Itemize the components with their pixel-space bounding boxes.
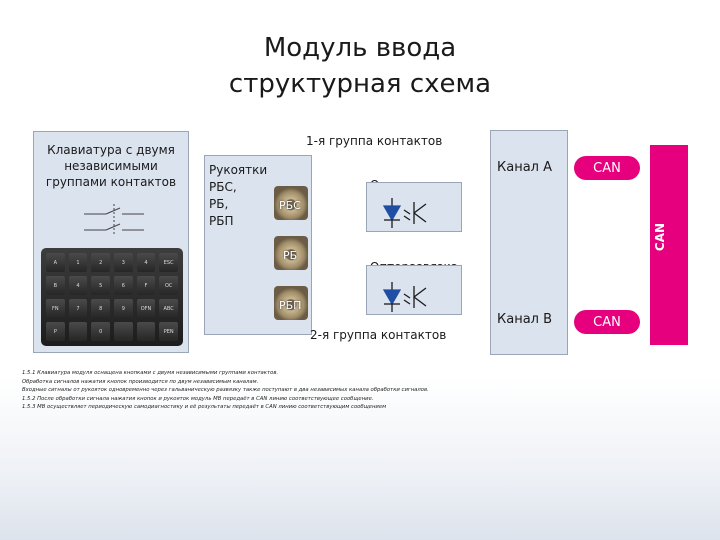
can-pill-b: CAN xyxy=(574,310,640,334)
keypad-key: PEN xyxy=(159,322,178,341)
optocoupler-icon xyxy=(382,282,427,312)
keypad-key: 3 xyxy=(113,253,133,272)
note-line: Обработка сигналов нажатия кнопок произв… xyxy=(22,378,259,385)
arrow-opto-a xyxy=(482,201,490,209)
arrow-group2 xyxy=(482,344,490,352)
keypad-key: OFN xyxy=(136,299,156,318)
can-bus-label: CAN xyxy=(653,222,667,252)
title-line-2: структурная схема xyxy=(228,69,492,99)
note-line: 1.5.2 После обработки сигнала нажатия кн… xyxy=(22,395,374,402)
page-title: Модуль ввода структурная схема xyxy=(0,30,720,102)
handle-rb-label: РБ xyxy=(283,249,298,262)
keypad-key: OC xyxy=(159,276,178,295)
keypad-key: 4 xyxy=(68,276,88,295)
can-pill-a: CAN xyxy=(574,156,640,180)
handle-rbp-image xyxy=(274,286,308,320)
handles-label-line: РБС, xyxy=(209,180,237,194)
keypad-key: ABC xyxy=(159,299,178,318)
title-line-1: Модуль ввода xyxy=(263,33,457,63)
keyboard-title: Клавиатура с двумя независимыми группами… xyxy=(34,142,188,190)
keypad-key: 2 xyxy=(91,253,110,272)
can-bus xyxy=(650,145,688,345)
note-line: 1.5.3 МВ осуществляет периодическую само… xyxy=(22,404,387,411)
keypad-key: ESC xyxy=(159,253,178,272)
keyboard-title-line: группами контактов xyxy=(45,175,177,189)
keypad-key xyxy=(136,322,156,341)
keypad-key: A xyxy=(46,253,65,272)
keypad-key: 5 xyxy=(91,276,110,295)
wire-opto-out xyxy=(462,203,490,292)
keyboard-title-line: Клавиатура с двумя xyxy=(47,143,175,157)
handle-rbs-label: РБС xyxy=(279,199,301,212)
keypad-key: 1 xyxy=(68,253,88,272)
handle-rb-image xyxy=(274,236,308,270)
keypad-key: P xyxy=(46,322,65,341)
keypad-key: FN xyxy=(46,299,65,318)
handles-label-line: Рукоятки xyxy=(209,163,268,177)
notes-block: 1.5.1 Клавиатура модуля оснащена кнопкам… xyxy=(22,369,562,412)
channel-a-label: Канал А xyxy=(497,160,552,175)
arrow-group1 xyxy=(482,152,490,160)
keypad-key: 9 xyxy=(113,299,133,318)
note-line: Входные сигналы от рукояток одновременно… xyxy=(22,387,429,394)
keypad-key xyxy=(68,322,88,341)
keyboard-block: Клавиатура с двумя независимыми группами… xyxy=(33,131,189,353)
wire-handles-split xyxy=(312,203,366,297)
group1-label: 1-я группа контактов xyxy=(306,134,443,148)
keypad-key: B xyxy=(46,276,65,295)
arrow-opto-b xyxy=(482,286,490,294)
wire-can xyxy=(568,168,650,322)
keypad-key: 6 xyxy=(113,276,133,295)
handles-label-line: РБ, xyxy=(209,197,229,211)
note-line: 1.5.1 Клавиатура модуля оснащена кнопкам… xyxy=(22,370,279,376)
group2-label: 2-я группа контактов xyxy=(310,328,447,342)
channel-b-label: Канал В xyxy=(497,312,553,327)
handles-label: Рукоятки РБС, РБ, РБП xyxy=(209,162,267,230)
handle-rbp-label: РБП xyxy=(279,299,302,312)
keypad-key: 8 xyxy=(91,299,110,318)
keypad-key: F xyxy=(136,276,156,295)
keypad-key: 7 xyxy=(68,299,88,318)
keyboard-title-line: независимыми xyxy=(64,159,158,173)
keypad-key: 0 xyxy=(91,322,110,341)
keypad-key xyxy=(113,322,133,341)
contact-switch-icon xyxy=(84,204,144,236)
optocoupler-icon xyxy=(382,198,427,228)
handles-label-line: РБП xyxy=(209,214,234,228)
channels-block xyxy=(490,130,568,355)
keypad-key: 4 xyxy=(136,253,156,272)
handle-rbs-image xyxy=(274,186,308,220)
